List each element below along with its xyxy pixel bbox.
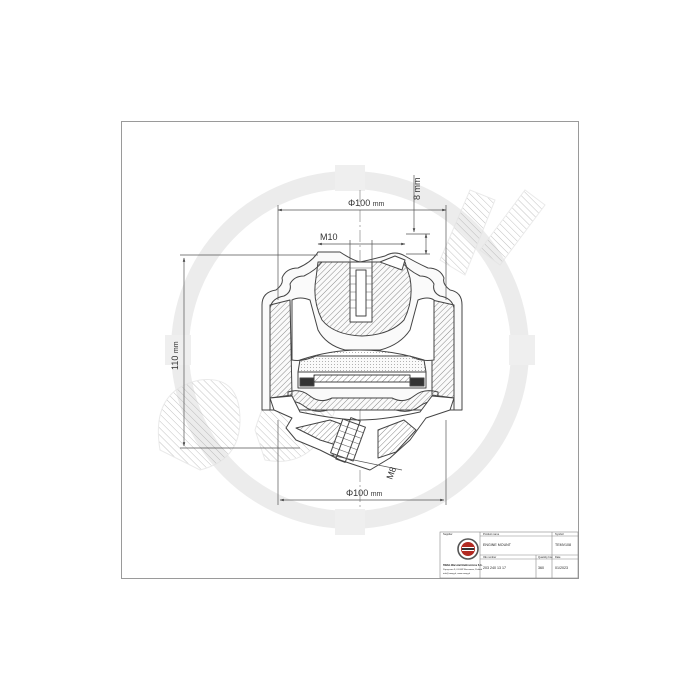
bottom-stud [330, 417, 366, 463]
dim-height: 110 mm [170, 341, 180, 370]
tb-date-header: Date [555, 555, 561, 559]
tb-qty: 360 [538, 566, 544, 570]
dim-offset: 8 mm [412, 177, 422, 200]
dim-bottom-diameter: Φ100 mm [346, 488, 383, 498]
drawing-frame [121, 121, 579, 579]
dim-top-diameter: Φ100 mm [348, 198, 385, 208]
tb-oe-number: 203 240 13 17 [483, 566, 506, 570]
rubber-wall-right [431, 299, 455, 399]
tb-product-name: ENGINE MOUNT [483, 543, 512, 547]
rubber-wall-left [269, 299, 293, 399]
tb-product-header: Product name [483, 532, 500, 536]
company-logo [457, 538, 479, 560]
dim-thread-bottom: M8 [384, 466, 398, 481]
title-block-text: Supplier Product name Symbol ENGINE MOUN… [443, 532, 571, 575]
dimension-labels: Φ100 mm M10 8 mm 110 mm M8 Φ100 mm [170, 177, 422, 498]
engine-mount-section [261, 251, 463, 471]
tb-company-header: Supplier [443, 532, 453, 536]
tb-symbol: TEMV108 [555, 543, 571, 547]
tb-date: 01/2023 [555, 566, 568, 570]
tb-company-address-2: info@swag.pl, www.swag.pl [443, 573, 471, 575]
dimensions [180, 175, 447, 505]
tb-company-name: SWAG Warsztat Elektroniczne S.A. [443, 564, 483, 567]
tb-qty-header: Quantity box [538, 555, 553, 559]
tb-oe-header: OE number [483, 555, 496, 559]
dim-thread-top: M10 [320, 232, 338, 242]
fluid-chamber [297, 349, 427, 373]
tb-symbol-header: Symbol [555, 532, 564, 536]
tb-company-address-1: Papryczna 9, 01-969 Warszawa, Poland [443, 568, 483, 571]
